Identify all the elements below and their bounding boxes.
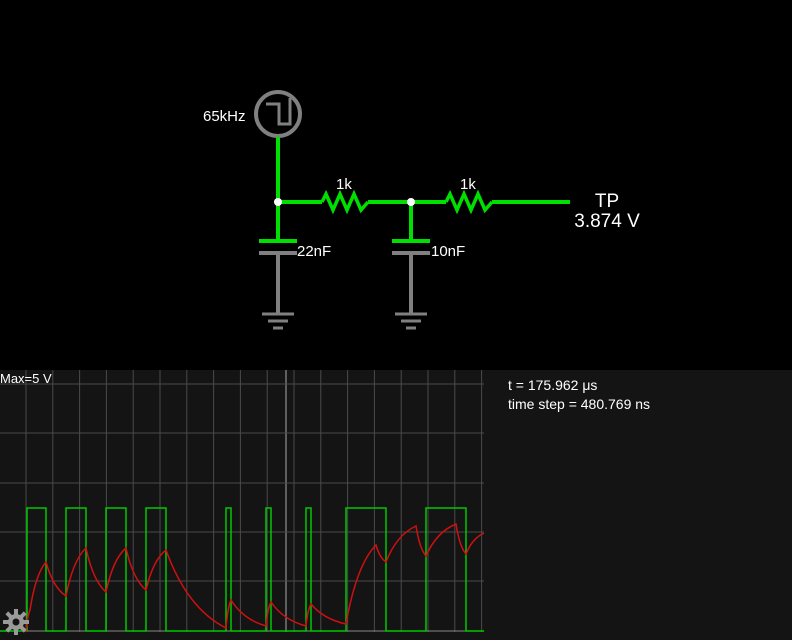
capacitor-c1[interactable] [259, 239, 297, 314]
resistor-r1-label: 1k [336, 176, 352, 193]
resistor-r1[interactable] [320, 189, 370, 215]
time-step: time step = 480.769 ns [508, 396, 651, 412]
ground-icon [262, 312, 294, 330]
scope-panel: Max=5 V t = 175.962 μs time step = 480.7… [0, 370, 792, 640]
scope-max-label: Max=5 V [0, 371, 52, 386]
simulation-time: t = 175.962 μs [508, 377, 598, 393]
square-wave-trace [0, 507, 484, 632]
source-frequency-label: 65kHz [203, 108, 246, 125]
junction-node[interactable] [407, 198, 415, 206]
capacitor-c2[interactable] [392, 239, 430, 314]
probe-voltage: 3.874 V [574, 211, 640, 232]
filtered-voltage-trace [25, 522, 484, 633]
scope-grid [0, 370, 484, 632]
scope-plot[interactable] [0, 370, 484, 640]
capacitor-c2-label: 10nF [431, 243, 465, 260]
ground-icon [395, 312, 427, 330]
square-wave-icon [266, 98, 292, 126]
resistor-r2[interactable] [444, 189, 494, 215]
gear-icon[interactable] [2, 608, 30, 636]
circuit-canvas[interactable]: 65kHz 1k 1k 22nF 10nF TP 3.874 V [0, 0, 792, 370]
square-wave-source[interactable] [254, 90, 302, 138]
probe-name: TP [595, 191, 619, 212]
source-circle [254, 90, 302, 138]
capacitor-c1-label: 22nF [297, 243, 331, 260]
junction-node[interactable] [274, 198, 282, 206]
resistor-r2-label: 1k [460, 176, 476, 193]
